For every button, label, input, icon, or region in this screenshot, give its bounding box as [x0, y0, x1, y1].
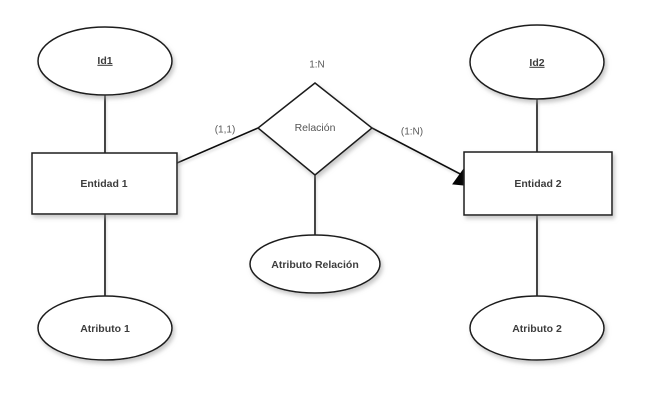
relationship-node-relacion[interactable]: Relación — [256, 82, 374, 176]
rectangle-shape — [463, 151, 613, 216]
ellipse-shape — [249, 234, 381, 294]
edge-label-top-cardinality: 1:N — [309, 60, 325, 71]
ellipse-shape — [37, 26, 173, 96]
ellipse-shape — [469, 295, 605, 361]
connector-layer — [104, 95, 538, 296]
attribute-label-atributo-relacion: Atributo Relación — [271, 259, 359, 271]
ellipse-shape — [469, 24, 605, 100]
attribute-label-id2: Id2 — [529, 57, 544, 69]
edge-label-right-cardinality: (1:N) — [401, 127, 423, 138]
entity-label-entidad-1: Entidad 1 — [80, 178, 127, 190]
attribute-node-id2[interactable]: Id2 — [469, 24, 605, 100]
diamond-shape — [256, 82, 374, 176]
connector-relacion-to-entidad2 — [371, 127, 467, 178]
attribute-node-atributo-relacion[interactable]: Atributo Relación — [249, 234, 381, 294]
attribute-node-id1[interactable]: Id1 — [37, 26, 173, 96]
entity-node-entidad-2[interactable]: Entidad 2 — [463, 151, 613, 216]
attribute-label-id1: Id1 — [97, 55, 112, 67]
attribute-node-atributo-1[interactable]: Atributo 1 — [37, 295, 173, 361]
entity-label-entidad-2: Entidad 2 — [514, 178, 561, 190]
attribute-node-atributo-2[interactable]: Atributo 2 — [469, 295, 605, 361]
edge-label-left-cardinality: (1,1) — [215, 125, 236, 136]
entity-node-entidad-1[interactable]: Entidad 1 — [31, 152, 178, 215]
rectangle-shape — [31, 152, 178, 215]
attribute-label-atributo-2: Atributo 2 — [512, 323, 562, 335]
relationship-label-relacion: Relación — [295, 122, 336, 134]
connector-entidad1-to-relacion — [176, 127, 259, 164]
attribute-label-atributo-1: Atributo 1 — [80, 323, 130, 335]
ellipse-shape — [37, 295, 173, 361]
